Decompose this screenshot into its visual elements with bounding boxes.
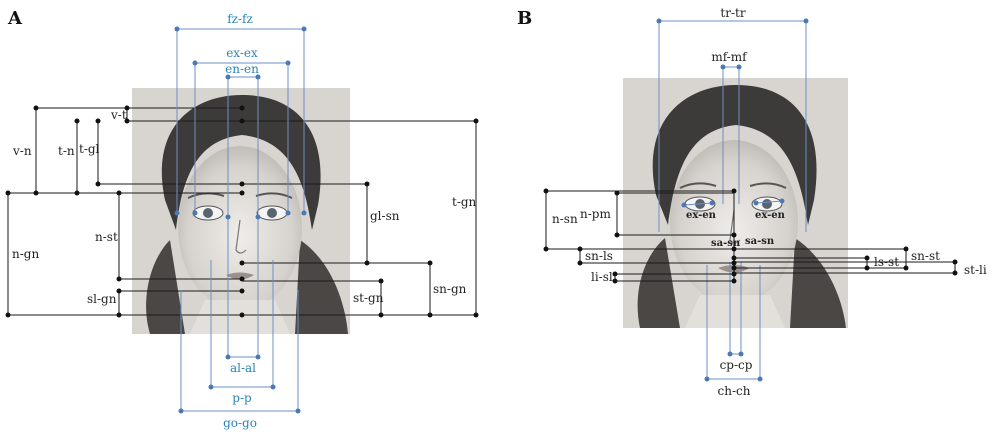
label-mf-mf: mf-mf — [711, 50, 748, 64]
label-st-gn: st-gn — [353, 291, 384, 305]
panel-a: A — [5, 8, 479, 430]
label-t-gn: t-gn — [452, 195, 477, 209]
label-sn-gn: sn-gn — [433, 282, 467, 296]
label-t-gl: t-gl — [79, 142, 100, 156]
label-go-go: go-go — [223, 416, 257, 430]
panel-a-blue-dots — [174, 26, 307, 414]
label-ch-ch: ch-ch — [718, 384, 751, 398]
label-tr-tr: tr-tr — [720, 6, 745, 20]
label-n-pm: n-pm — [580, 207, 611, 221]
label-fz-fz: fz-fz — [227, 12, 253, 26]
label-v-t: v-t — [110, 108, 127, 122]
label-v-n: v-n — [12, 144, 32, 158]
label-sn-ls: sn-ls — [585, 249, 613, 263]
label-li-sl: li-sl — [591, 270, 613, 284]
panel-b: B — [517, 6, 987, 398]
label-n-sn: n-sn — [552, 212, 578, 226]
panel-b-black-lines — [545, 190, 956, 282]
label-gl-sn: gl-sn — [370, 209, 400, 223]
face-photo-a — [132, 88, 350, 334]
panel-b-black-dots — [543, 188, 958, 284]
label-ex-en-left: ex-en — [686, 210, 717, 221]
panel-a-black-dots — [5, 105, 479, 318]
label-ex-en-right: ex-en — [755, 210, 786, 221]
label-sa-sn-right: sa-sn — [745, 236, 775, 247]
label-p-p: p-p — [232, 391, 252, 405]
label-sn-st: sn-st — [911, 249, 940, 263]
label-t-n: t-n — [58, 144, 75, 158]
label-al-al: al-al — [230, 361, 256, 375]
label-ex-ex: ex-ex — [226, 46, 258, 60]
label-n-gn: n-gn — [12, 247, 39, 261]
panel-a-letter: A — [7, 8, 23, 29]
face-photo-b — [623, 78, 848, 328]
label-sa-sn-left: sa-sn — [711, 238, 741, 249]
label-ls-st: ls-st — [874, 255, 899, 269]
panel-a-black-lines — [7, 107, 477, 316]
label-n-st: n-st — [95, 230, 118, 244]
label-st-li: st-li — [964, 263, 987, 277]
label-en-en: en-en — [225, 62, 259, 76]
panel-b-letter: B — [517, 8, 532, 29]
label-sl-gn: sl-gn — [87, 292, 117, 306]
panel-b-blue-dots — [656, 18, 809, 382]
label-cp-cp: cp-cp — [720, 358, 753, 372]
